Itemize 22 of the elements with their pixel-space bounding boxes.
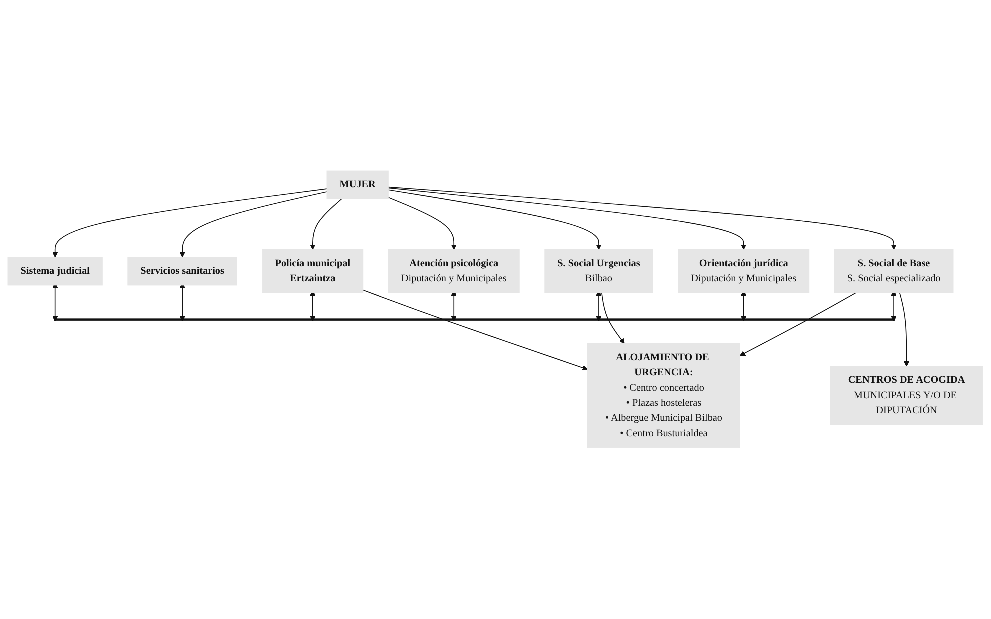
arrow (388, 186, 897, 250)
node-box: Sistema judicial (8, 257, 103, 286)
node-box: S. Social de Base S. Social especializado (834, 250, 954, 294)
arrow (601, 292, 625, 344)
arrow (52, 188, 328, 258)
node-box: Servicios sanitarios (128, 257, 238, 286)
arrow (310, 198, 342, 250)
node-box: Orientación jurídica Diputación y Municipales (678, 250, 810, 294)
arrow (899, 292, 910, 367)
arrow (740, 292, 857, 356)
arrow (388, 190, 602, 250)
node-box: ALOJAMIENTO DE URGENCIA: • Centro concertado • Plazas hosteleras • Albergue Municipal Bilbao • Centro Busturialdea (588, 343, 740, 448)
arrow (362, 290, 588, 371)
node-box: Policía municipal Ertzaintza (262, 250, 364, 294)
node-bar (54, 318, 896, 321)
arrow (388, 197, 457, 250)
arrow (180, 192, 328, 258)
arrow (388, 188, 747, 250)
node-box: CENTROS DE ACOGIDA MUNICIPALES Y/O DE DIPUTACIÓN (830, 366, 984, 426)
node-box: MUJER (326, 170, 389, 200)
node-box: S. Social Urgencias Bilbao (544, 250, 654, 294)
node-box: Atención psicológica Diputación y Municipales (388, 250, 520, 294)
